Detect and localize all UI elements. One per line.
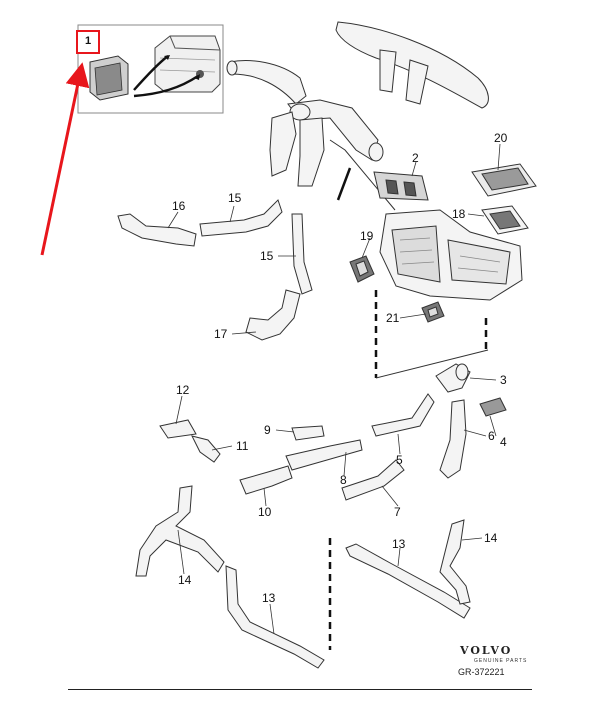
part-8-duct xyxy=(285,439,363,471)
part-label-17: 17 xyxy=(214,327,228,341)
part-label-14-left: 14 xyxy=(178,573,192,587)
part-20-vent-frame xyxy=(471,163,537,197)
footer-divider xyxy=(68,689,532,690)
part-21-seal xyxy=(421,301,445,323)
part-2-vent xyxy=(373,171,429,201)
part-13-duct-left xyxy=(225,565,325,669)
inset-vehicle-view xyxy=(77,24,224,114)
part-label-13-left: 13 xyxy=(262,591,276,605)
part-hvac-unit xyxy=(379,209,523,301)
part-label-8: 8 xyxy=(340,473,347,487)
leader-lines xyxy=(167,143,501,635)
part-4-pad xyxy=(479,397,507,417)
part-label-18: 18 xyxy=(452,207,466,221)
guide-line xyxy=(375,349,489,379)
callout-box: 1 xyxy=(76,30,100,54)
part-label-12: 12 xyxy=(176,383,190,397)
part-label-2: 2 xyxy=(412,151,419,165)
part-12-bracket xyxy=(159,419,197,439)
part-17-duct xyxy=(245,289,301,341)
part-label-21: 21 xyxy=(386,311,400,325)
part-dashboard-panel xyxy=(335,21,489,109)
dashed-guides xyxy=(328,290,488,650)
part-label-4: 4 xyxy=(500,435,507,449)
part-9-nozzle xyxy=(291,425,325,441)
part-label-19: 19 xyxy=(360,229,374,243)
part-label-15-lower: 15 xyxy=(260,249,274,263)
callout-number: 1 xyxy=(84,35,92,47)
part-label-5: 5 xyxy=(396,453,403,467)
part-14-duct-right xyxy=(439,519,471,605)
part-label-9: 9 xyxy=(264,423,271,437)
part-18-filter xyxy=(481,205,529,235)
part-label-7: 7 xyxy=(394,505,401,519)
part-11-duct xyxy=(191,435,221,463)
part-5-duct xyxy=(371,393,435,437)
part-label-13-right: 13 xyxy=(392,537,406,551)
part-label-11: 11 xyxy=(236,439,249,453)
part-central-ducts xyxy=(226,60,396,211)
part-label-20: 20 xyxy=(494,131,508,145)
part-3-elbow xyxy=(435,363,471,393)
part-14-duct-left xyxy=(135,485,225,577)
callout-arrow xyxy=(40,62,90,256)
volvo-logo: VOLVO xyxy=(460,644,513,657)
part-label-14-right: 14 xyxy=(484,531,498,545)
part-6-duct xyxy=(439,399,467,479)
part-label-3: 3 xyxy=(500,373,507,387)
connector-line xyxy=(336,167,352,201)
diagram-id: GR-372221 xyxy=(458,667,505,677)
part-19-seal xyxy=(349,255,375,283)
part-13-duct-right xyxy=(345,543,471,619)
part-15-duct-lower xyxy=(291,213,313,295)
part-label-16: 16 xyxy=(172,199,186,213)
part-16-duct xyxy=(117,213,197,247)
part-label-15-upper: 15 xyxy=(228,191,242,205)
part-label-10: 10 xyxy=(258,505,272,519)
part-15-duct-upper xyxy=(199,199,283,237)
part-7-duct xyxy=(341,459,405,501)
logo-subtitle: GENUINE PARTS xyxy=(474,658,528,664)
part-label-6: 6 xyxy=(488,429,495,443)
part-10-duct xyxy=(239,465,293,495)
